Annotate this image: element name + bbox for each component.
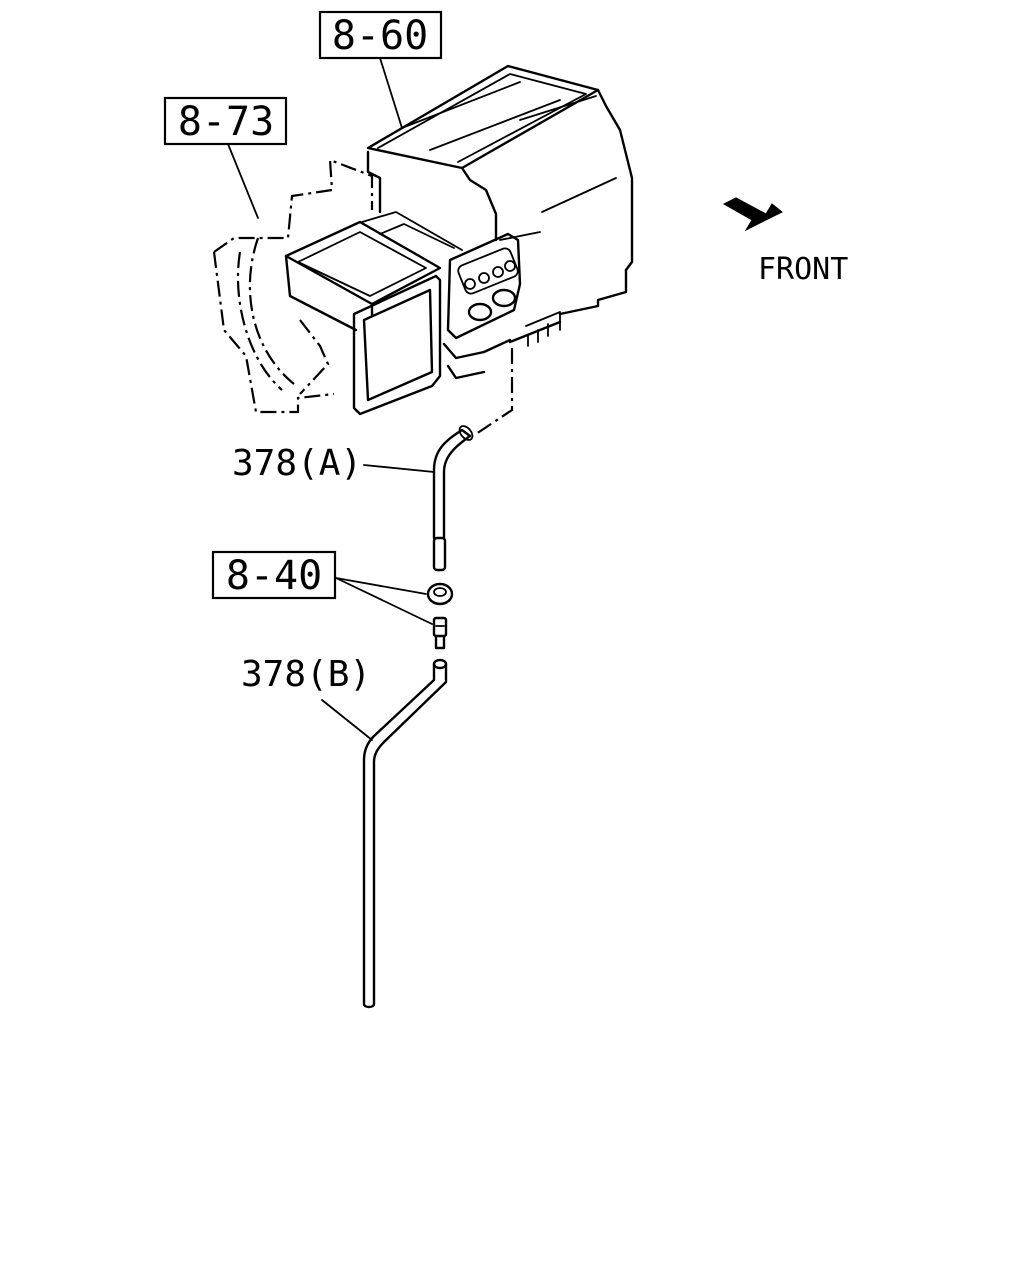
front-label: FRONT bbox=[758, 252, 848, 287]
grommet bbox=[426, 582, 454, 606]
callout-label: 8-40 bbox=[226, 553, 322, 599]
callout-box bbox=[211, 550, 337, 600]
check-valve bbox=[432, 616, 448, 650]
heater-unit-assembly bbox=[212, 64, 634, 416]
hose-body bbox=[362, 662, 448, 1009]
leader-line bbox=[227, 143, 259, 219]
callout-box bbox=[318, 10, 443, 60]
callout-box bbox=[163, 96, 288, 146]
drain-hose-b[interactable]: 378(B) bbox=[241, 654, 448, 1009]
leader-line bbox=[335, 577, 427, 595]
leader-line bbox=[321, 699, 373, 741]
hose-body bbox=[432, 428, 472, 540]
part-label-378b: 378(B) bbox=[241, 654, 371, 695]
drain-outlet-path bbox=[475, 348, 514, 435]
callout-8-60[interactable]: 8-60 bbox=[318, 10, 443, 129]
callout-8-73[interactable]: 8-73 bbox=[163, 96, 288, 219]
callout-8-40[interactable]: 8-40 bbox=[211, 550, 433, 625]
hose-end bbox=[432, 658, 448, 670]
callout-label: 8-60 bbox=[332, 13, 428, 59]
leader-line bbox=[363, 464, 435, 473]
leader-line bbox=[335, 577, 433, 625]
front-indicator: FRONT bbox=[722, 197, 848, 287]
drain-hose-a[interactable]: 378(A) bbox=[232, 424, 475, 572]
hose-end bbox=[432, 536, 447, 572]
leader-line bbox=[379, 57, 403, 129]
front-direction-arrow-icon bbox=[722, 197, 783, 232]
part-label-378a: 378(A) bbox=[232, 443, 362, 484]
callout-label: 8-73 bbox=[178, 99, 274, 145]
